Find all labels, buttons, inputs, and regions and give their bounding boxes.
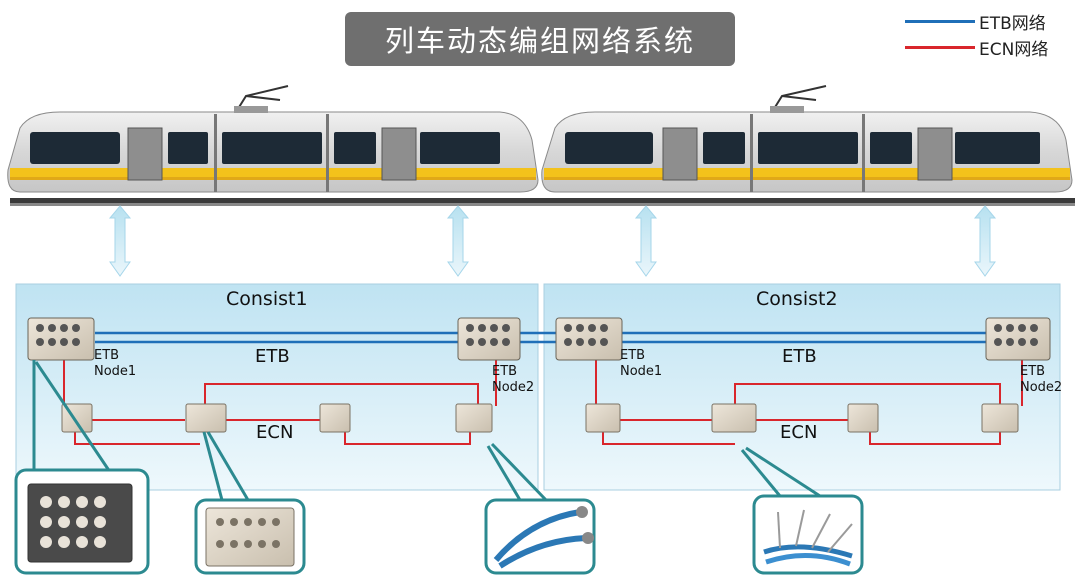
train-1 [7, 85, 539, 193]
etb-node-consist1-node1 [27, 317, 95, 361]
consist-1-etb-label: ETB [255, 346, 290, 367]
page-title: 列车动态编组网络系统 [345, 12, 735, 66]
legend-item-etb: ETB网络 [905, 10, 1046, 34]
consist-1-node1-line2: Node1 [94, 364, 137, 379]
ecn-switch-1-3 [319, 403, 351, 433]
etb-lines [95, 331, 988, 344]
consist-2-etb-label: ETB [782, 346, 817, 367]
consist-2-node2-line2: Node2 [1020, 380, 1063, 395]
consist-1-node2-label: ETB Node2 [492, 364, 534, 396]
consist-1-node1-label: ETB Node1 [94, 348, 136, 380]
consist-2-label: Consist2 [756, 288, 838, 310]
consist-2-ecn-label: ECN [780, 422, 818, 443]
etb-node-consist1-node2 [457, 317, 521, 361]
callout-connectors [32, 360, 821, 502]
ecn-switch-1-2 [185, 403, 227, 433]
etb-node-consist2-node1 [555, 317, 623, 361]
consist-1-label: Consist1 [226, 288, 308, 310]
ecn-lines-2 [595, 360, 1023, 445]
callout-boxes [14, 468, 864, 575]
ecn-switch-2-1 [585, 403, 621, 433]
legend-label-etb: ETB网络 [979, 13, 1046, 34]
link-arrow-3 [634, 205, 658, 277]
link-arrows [108, 205, 997, 277]
consist-1-node2-line1: ETB [492, 364, 518, 379]
train-2 [541, 85, 1073, 193]
consist-panel-1 [15, 283, 539, 491]
link-arrow-2 [446, 205, 470, 277]
rail-track [10, 198, 1075, 206]
legend-swatch-ecn [905, 45, 975, 49]
legend-swatch-etb [905, 19, 975, 23]
ecn-switch-2-2 [711, 403, 757, 433]
callout-etb-cable [484, 498, 596, 575]
ecn-switches [61, 403, 1019, 433]
consist-1-node2-line2: Node2 [492, 380, 535, 395]
consist-2-node1-line1: ETB [620, 348, 646, 363]
consist-2-node2-label: ETB Node2 [1020, 364, 1062, 396]
legend: ETB网络 ECN网络 [905, 8, 1075, 63]
ecn-switch-2-4 [981, 403, 1019, 433]
ecn-switch-2-3 [847, 403, 879, 433]
link-arrow-1 [108, 205, 132, 277]
consist-2-node2-line1: ETB [1020, 364, 1046, 379]
legend-item-ecn: ECN网络 [905, 36, 1049, 60]
consist-2-node1-line2: Node1 [620, 364, 663, 379]
consist-1-ecn-label: ECN [256, 422, 294, 443]
consist-1-node1-line1: ETB [94, 348, 120, 363]
etb-node-consist2-node2 [985, 317, 1051, 361]
consist-2-node1-label: ETB Node1 [620, 348, 662, 380]
consist-panel-2 [543, 283, 1061, 491]
ecn-switch-1-4 [455, 403, 493, 433]
link-arrow-4 [973, 205, 997, 277]
legend-label-ecn: ECN网络 [979, 39, 1049, 60]
